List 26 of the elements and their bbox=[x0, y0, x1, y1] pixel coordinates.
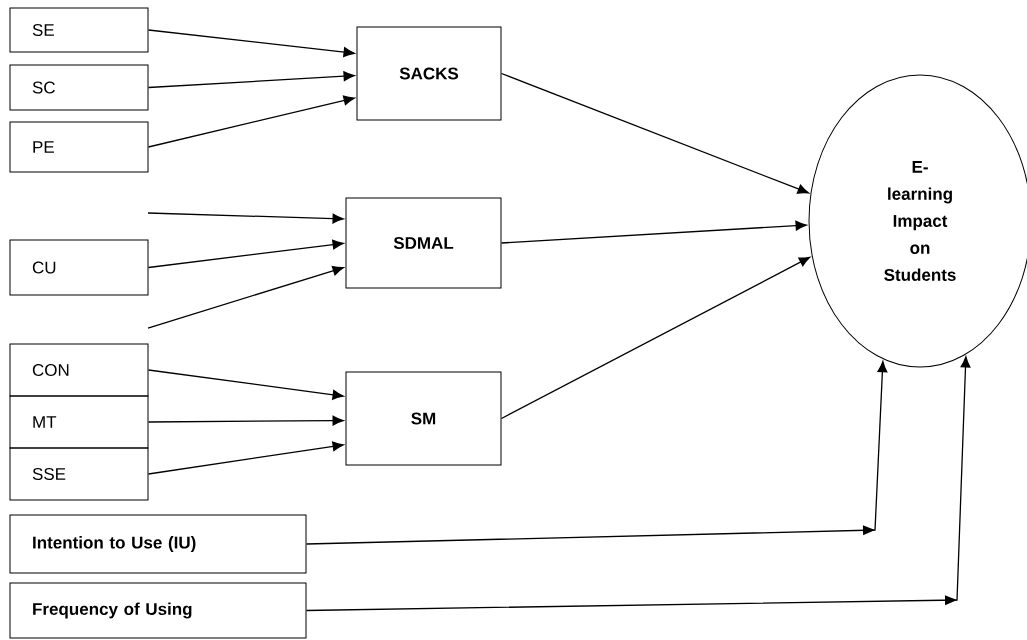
arrow bbox=[500, 72, 809, 194]
arrow bbox=[147, 441, 344, 475]
arrow bbox=[147, 415, 344, 426]
variable-box: SE bbox=[9, 7, 149, 53]
construct-box: SACKS bbox=[356, 26, 502, 121]
bent-arrow bbox=[305, 360, 888, 545]
arrow bbox=[147, 71, 355, 89]
construct-box: SM bbox=[345, 371, 502, 466]
variable-box: PE bbox=[9, 121, 149, 173]
arrow bbox=[147, 212, 344, 224]
arrow bbox=[147, 265, 344, 329]
arrow bbox=[147, 95, 355, 148]
variable-box: CON bbox=[9, 343, 149, 397]
arrow bbox=[147, 239, 344, 269]
construct-box: SDMAL bbox=[345, 197, 502, 289]
factor-box: Frequency of Using bbox=[9, 582, 307, 639]
variable-box: SSE bbox=[9, 447, 149, 501]
factor-box: Intention to Use (IU) bbox=[9, 514, 307, 574]
arrow bbox=[147, 29, 355, 58]
arrow bbox=[500, 256, 811, 420]
variable-box: CU bbox=[9, 239, 149, 296]
arrow bbox=[147, 369, 344, 400]
arrow bbox=[500, 220, 807, 244]
bent-arrow bbox=[305, 356, 971, 612]
variable-box: MT bbox=[9, 395, 149, 449]
variable-box: SC bbox=[9, 64, 149, 111]
